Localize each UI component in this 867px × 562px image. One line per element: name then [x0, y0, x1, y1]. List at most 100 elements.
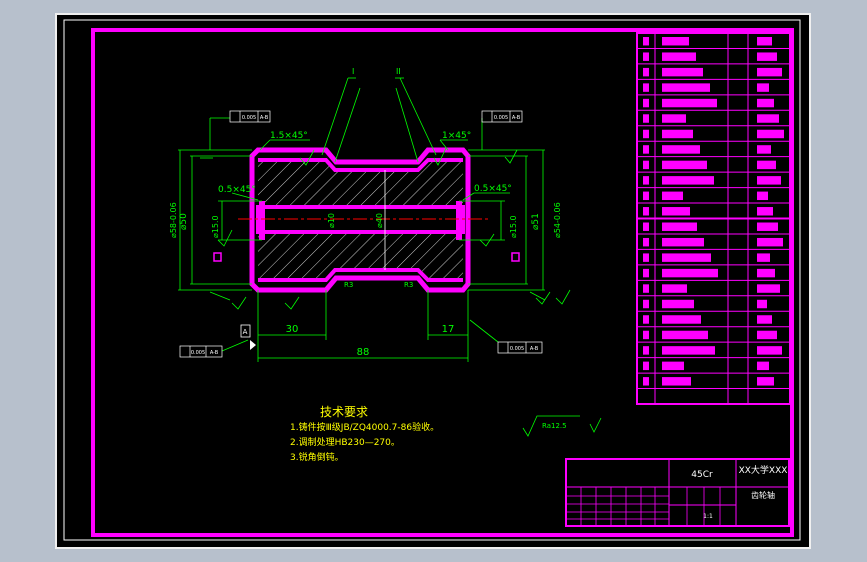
table-cell-mark [643, 129, 649, 139]
dim-30-label: 30 [286, 324, 299, 335]
table-cell-mark [662, 361, 684, 371]
table-cell-mark [643, 284, 649, 293]
table-cell-mark [643, 268, 649, 278]
chamfer-label-1: 1.5×45° [270, 131, 308, 141]
table-cell-mark [757, 253, 770, 262]
table-cell-mark [757, 222, 778, 231]
tech-line-1: 1.铸件按Ⅲ级JB/ZQ4000.7-86验收。 [290, 421, 439, 433]
table-cell-mark [757, 52, 777, 61]
tolerance-frame-top-left: 0.005 A-B [229, 110, 271, 123]
table-cell-mark [662, 346, 715, 355]
table-cell-mark [662, 98, 717, 108]
table-cell-mark [643, 361, 649, 371]
datum-markers [213, 252, 520, 262]
table-cell-mark [757, 315, 772, 324]
table-cell-mark [662, 377, 691, 386]
table-cell-mark [662, 207, 690, 216]
table-cell-mark [643, 330, 649, 340]
table-cell-mark [643, 52, 649, 61]
table-cell-mark [643, 207, 649, 216]
table-cell-mark [662, 330, 708, 340]
dim-15-right-label: ⌀15.0 [509, 215, 518, 238]
section-label-ii: II [396, 67, 401, 76]
table-cell-mark [643, 160, 649, 170]
table-cell-mark [757, 330, 777, 340]
title-part-name: 45Cr [691, 470, 713, 480]
svg-text:A: A [243, 328, 248, 336]
table-cell-mark [757, 346, 782, 355]
dimension-text: I II 1.5×45° 1×45° 0.5×45° 0.5×45° ⌀50 ⌀… [169, 67, 567, 430]
table-cell-mark [643, 37, 649, 46]
svg-text:0.005: 0.005 [242, 115, 256, 121]
table-cell-mark [757, 129, 784, 139]
table-cell-mark [643, 222, 649, 231]
svg-text:0.005: 0.005 [510, 346, 524, 352]
table-cell-mark [643, 145, 649, 154]
table-cell-mark [643, 299, 649, 309]
table-cell-mark [757, 207, 773, 216]
table-cell-mark [662, 299, 694, 309]
table-cell-mark [662, 129, 693, 139]
table-cell-mark [662, 268, 718, 278]
tech-line-3: 3.锐角倒钝。 [290, 451, 344, 463]
table-cell-mark [643, 67, 649, 77]
table-cell-mark [757, 83, 769, 92]
svg-text:A-B: A-B [512, 115, 521, 121]
table-cell-mark [757, 67, 782, 77]
table-cell-mark [643, 98, 649, 108]
svg-text:A-B: A-B [210, 350, 219, 356]
roughness-label: Ra12.5 [542, 422, 567, 430]
tolerance-frame-top-right: 0.005 A-B [481, 110, 523, 123]
table-cell-mark [662, 37, 689, 46]
table-cell-mark [757, 361, 769, 371]
table-cell-mark [662, 83, 710, 92]
chamfer-label-2: 1×45° [442, 131, 471, 141]
table-cell-mark [757, 145, 771, 154]
table-cell-mark [662, 222, 697, 231]
dim-51-label: ⌀51 [531, 213, 541, 230]
table-cell-mark [757, 37, 772, 46]
dim-58-label: ⌀58-0.06 [169, 202, 178, 238]
table-cell-mark [662, 284, 687, 293]
table-cell-mark [757, 268, 775, 278]
dimension-lines [178, 77, 602, 437]
title-school: XX大学XXX [739, 464, 788, 476]
table-cell-mark [643, 83, 649, 92]
table-cell-mark [757, 160, 776, 170]
table-cell-mark [662, 67, 703, 77]
datum-a-marker: A [240, 324, 256, 350]
table-cell-mark [662, 160, 707, 170]
table-cell-mark [662, 114, 686, 123]
dim-50-label: ⌀50 [179, 213, 189, 230]
table-cell-mark [662, 145, 700, 154]
table-cell-mark [662, 315, 701, 324]
drawing-border [91, 28, 794, 537]
table-cell-mark [757, 284, 780, 293]
chamfer-label-4: 0.5×45° [474, 184, 512, 194]
table-cell-mark [757, 377, 774, 386]
table-cell-mark [643, 191, 649, 201]
table-cell-mark [757, 237, 783, 247]
tech-line-2: 2.调制处理HB230—270。 [290, 436, 400, 448]
technical-requirements: 技术要求 1.铸件按Ⅲ级JB/ZQ4000.7-86验收。 2.调制处理HB23… [290, 405, 439, 463]
table-cell-mark [757, 176, 781, 185]
chamfer-label-3: 0.5×45° [218, 185, 256, 195]
dim-40-label: ⌀40 [375, 213, 384, 228]
radius-right-label: R3 [404, 281, 413, 289]
table-cell-mark [643, 377, 649, 386]
dim-15-left-label: ⌀15.0 [211, 215, 220, 238]
title-block: 45Cr XX大学XXX 齿轮轴 1:1 [565, 458, 790, 527]
tolerance-frame-bottom-left: 0.005 A-B [179, 345, 223, 358]
dim-17-label: 17 [442, 324, 455, 335]
dim-10-label: ⌀10 [327, 213, 336, 228]
title-drawing-name: 齿轮轴 [751, 490, 775, 500]
table-cell-mark [643, 346, 649, 355]
table-cell-mark [643, 315, 649, 324]
tolerance-frame-bottom-right: 0.005 A-B [497, 341, 543, 354]
dim-54-label: ⌀54-0.06 [553, 202, 562, 238]
table-cell-mark [757, 114, 779, 123]
svg-text:A-B: A-B [530, 346, 539, 352]
table-cell-mark [662, 176, 714, 185]
sheet-outer-border [63, 19, 801, 541]
svg-text:A-B: A-B [260, 115, 269, 121]
